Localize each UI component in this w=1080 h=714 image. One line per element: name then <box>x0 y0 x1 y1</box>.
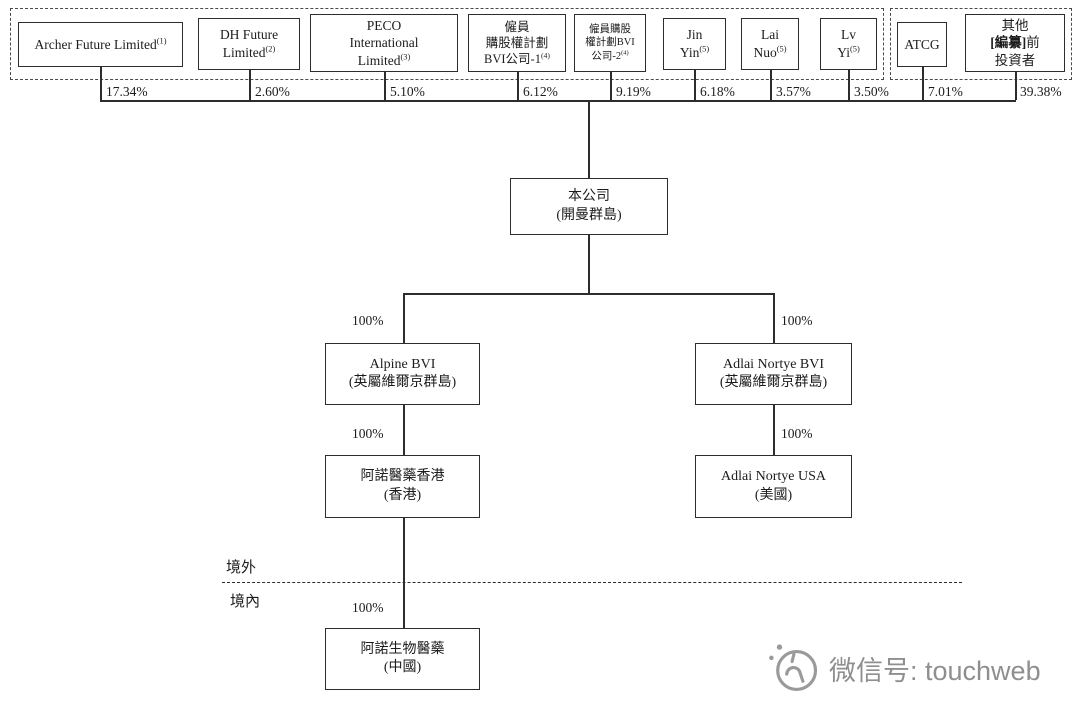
watermark-text: 微信号: touchweb <box>829 656 1041 686</box>
pre-ipo-investor-group-box <box>10 8 884 80</box>
pct-label-esop1: 6.12% <box>523 84 558 99</box>
shareholder-box-esop-bvi-1: 僱員 購股權計劃 BVI公司-1(4) <box>468 14 566 72</box>
offshore-onshore-boundary-line <box>222 582 962 583</box>
connector-line <box>384 72 386 100</box>
offshore-label: 境外 <box>226 560 257 576</box>
pct-label-lv-yi: 3.50% <box>854 84 889 99</box>
connector-line <box>588 235 590 293</box>
split-line <box>403 293 774 295</box>
connector-line <box>694 70 696 100</box>
company-box: 本公司 (開曼群島) <box>510 178 668 235</box>
connector-line <box>403 293 405 343</box>
other-investor-group-box <box>890 8 1072 80</box>
connector-line <box>610 72 612 100</box>
connector-line <box>773 405 775 455</box>
pct-label-hk: 100% <box>352 426 384 441</box>
pct-label-china: 100% <box>352 600 384 615</box>
shareholder-box-peco: PECO International Limited(3) <box>310 14 458 72</box>
pct-label-peco: 5.10% <box>390 84 425 99</box>
connector-line <box>588 100 590 178</box>
watermark: 微信号: touchweb <box>766 638 1041 699</box>
shareholder-box-lv-yi: Lv Yi(5) <box>820 18 877 70</box>
pct-label-dh: 2.60% <box>255 84 290 99</box>
shareholder-box-atcg: ATCG <box>897 22 947 67</box>
shareholder-box-other-investors: 其他 [編纂]前 投資者 <box>965 14 1065 72</box>
connector-line <box>100 67 102 100</box>
pct-label-atcg: 7.01% <box>928 84 963 99</box>
shareholder-box-lai-nuo: Lai Nuo(5) <box>741 18 799 70</box>
pct-label-archer: 17.34% <box>106 84 148 99</box>
onshore-label: 境內 <box>230 594 261 610</box>
pct-label-adlai-bvi: 100% <box>781 313 813 328</box>
wechat-touch-icon <box>766 638 820 699</box>
connector-line <box>773 293 775 343</box>
shareholder-box-archer-future: Archer Future Limited(1) <box>18 22 183 67</box>
connector-line <box>403 405 405 455</box>
subsidiary-box-alpine-bvi: Alpine BVI (英屬維爾京群島) <box>325 343 480 405</box>
pct-label-alpine: 100% <box>352 313 384 328</box>
connector-line <box>517 72 519 100</box>
connector-line <box>770 70 772 100</box>
subsidiary-box-hk: 阿諾醫藥香港 (香港) <box>325 455 480 518</box>
subsidiary-box-adlai-nortye-usa: Adlai Nortye USA (美國) <box>695 455 852 518</box>
shareholder-box-dh-future: DH Future Limited(2) <box>198 18 300 70</box>
connector-line <box>249 70 251 100</box>
pct-label-other: 39.38% <box>1020 84 1062 99</box>
shareholder-box-esop-bvi-2: 僱員購股 權計劃BVI 公司-2(4) <box>574 14 646 72</box>
pct-label-usa: 100% <box>781 426 813 441</box>
connector-line <box>403 518 405 628</box>
shareholder-box-jin-yin: Jin Yin(5) <box>663 18 726 70</box>
pct-label-jin-yin: 6.18% <box>700 84 735 99</box>
bus-line <box>100 100 1016 102</box>
connector-line <box>1015 72 1017 100</box>
pct-label-esop2: 9.19% <box>616 84 651 99</box>
connector-line <box>848 70 850 100</box>
pct-label-lai-nuo: 3.57% <box>776 84 811 99</box>
subsidiary-box-adlai-nortye-bvi: Adlai Nortye BVI (英屬維爾京群島) <box>695 343 852 405</box>
connector-line <box>922 67 924 100</box>
subsidiary-box-china: 阿諾生物醫藥 (中國) <box>325 628 480 690</box>
